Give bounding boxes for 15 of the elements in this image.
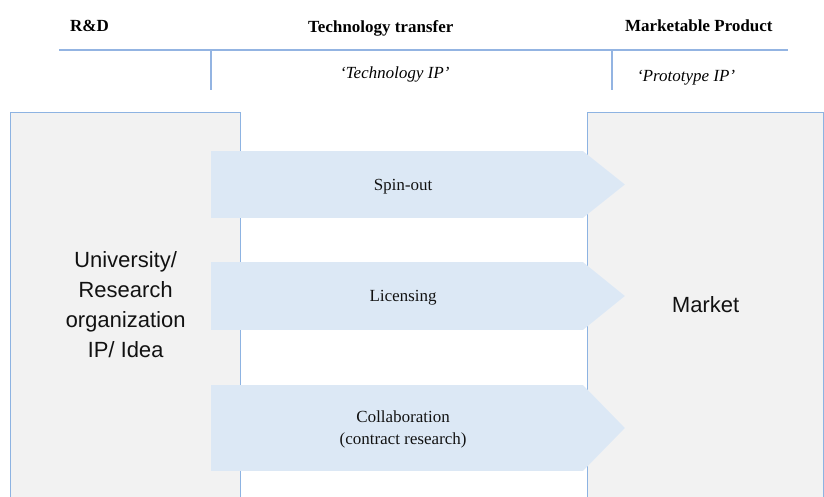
column-heading: Marketable Product: [625, 16, 772, 36]
edge-label: Spin-out: [374, 174, 432, 196]
entity-box: [10, 112, 241, 497]
edge-label: Licensing: [369, 285, 437, 307]
phase-note: ‘Prototype IP’: [637, 66, 736, 86]
phase-note: ‘Technology IP’: [340, 63, 450, 83]
block-arrow: [211, 262, 625, 330]
box-label: University/ Research organization IP/ Idea: [64, 246, 186, 364]
box-label: Market: [672, 291, 740, 319]
block-arrow: [211, 151, 625, 218]
column-heading: Technology transfer: [308, 17, 454, 37]
block-arrow: [211, 385, 625, 471]
column-heading: R&D: [70, 16, 109, 36]
edge-label: Collaboration (contract research): [338, 406, 468, 450]
entity-box: [587, 112, 824, 497]
